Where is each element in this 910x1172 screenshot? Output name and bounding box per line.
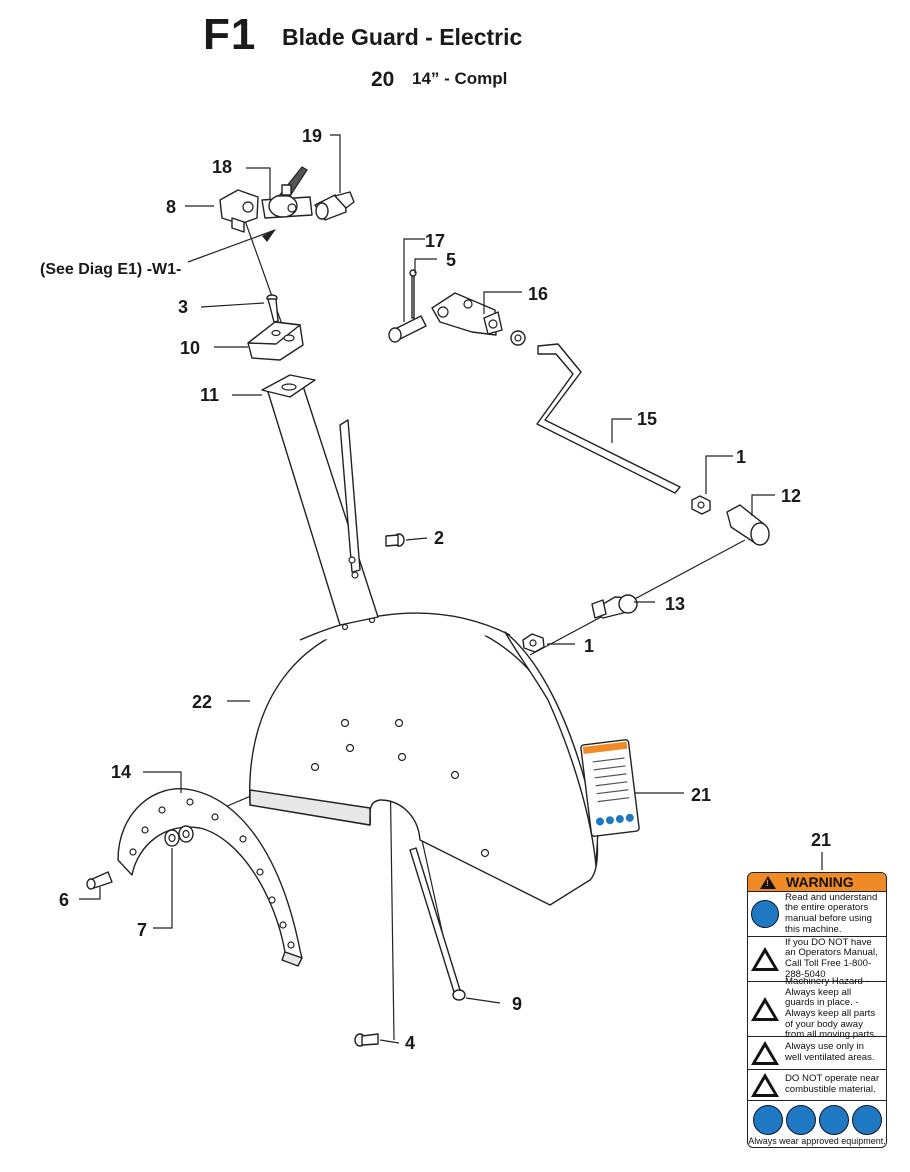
decal-row-fire: DO NOT operate near combustible material… [748,1070,886,1101]
eye-protection-icon [785,1105,816,1135]
callout-19: 19 [302,126,322,146]
callout-8: 8 [166,197,176,217]
warning-triangle-icon: ! [760,875,776,889]
callout-11: 11 [200,385,219,405]
ppe-icons [748,1101,886,1136]
washers-7 [164,825,194,847]
callout-21-guard: 21 [691,785,711,805]
callout-21-decal: 21 [811,830,831,850]
cotter-pin-5 [409,269,417,319]
clevis-pin-17 [388,315,427,343]
ventilation-icon [751,1039,779,1067]
hose-fitting-19 [314,191,355,221]
callout-7: 7 [137,920,147,940]
decal-row-manual: Read and understand the entire operators… [748,892,886,937]
arrow-head-icon [262,229,276,242]
callout-13: 13 [665,594,685,614]
nut-16 [510,330,526,346]
assembly-number: 20 [371,68,395,91]
elbow-fitting-8 [219,189,259,233]
callout-1-lower: 1 [584,636,594,656]
nut-1-lower [522,633,545,653]
phone-warning-icon [751,945,779,973]
callout-16: 16 [528,284,548,304]
respirator-icon [851,1105,882,1135]
decal-footer: Always wear approved equipment. [748,1136,886,1146]
crank-rod-15 [536,343,681,494]
leader-lines [79,134,823,1044]
callout-17: 17 [425,231,445,251]
decal-text-manual: Read and understand the entire operators… [785,891,878,935]
callout-22: 22 [192,692,212,712]
callout-3: 3 [178,297,188,317]
callout-15: 15 [637,409,657,429]
callouts: 19 18 8 (See Diag E1) -W1- 3 10 11 17 5 … [40,126,831,1053]
decal-21-small [580,739,640,837]
callout-9: 9 [512,994,522,1014]
valve-18 [261,166,313,219]
callout-12: 12 [781,486,801,506]
hearing-protection-icon [752,1105,783,1135]
machinery-hazard-icon [751,995,779,1023]
decal-text-phone: If you DO NOT have an Operators Manual, … [785,936,878,980]
knob-12 [726,504,770,546]
callout-6: 6 [59,890,69,910]
callout-5: 5 [446,250,456,270]
nut-1-upper [691,495,711,515]
decal-header: ! WARNING [748,873,886,892]
warning-decal: ! WARNING Read and understand the entire… [747,872,887,1148]
fitting-13 [591,594,638,619]
figure-title: Blade Guard - Electric [282,24,523,50]
decal-text-ventilation: Always use only in well ventilated areas… [785,1041,875,1063]
figure-code: F1 [203,10,257,59]
decal-row-ventilation: Always use only in well ventilated areas… [748,1037,886,1070]
screw-6 [86,871,113,890]
callout-10: 10 [180,338,200,358]
arc-bracket-14 [117,788,303,967]
decal-row-phone: If you DO NOT have an Operators Manual, … [748,937,886,982]
callout-14: 14 [111,762,131,782]
decal-text-fire: DO NOT operate near combustible material… [785,1073,880,1095]
manual-icon [751,900,779,928]
callout-18: 18 [212,157,232,177]
clamp-block-10 [247,321,304,361]
screw-2 [385,533,405,547]
decal-header-text: WARNING [786,874,854,890]
decal-row-machinery: Machinery Hazard - Always keep all guard… [748,976,886,1040]
callout-2: 2 [434,528,444,548]
blade-guard-shell [249,612,599,906]
decal-text-machinery: Machinery Hazard - Always keep all guard… [785,976,877,1041]
clevis-16 [431,292,503,336]
guard-tube [267,385,379,626]
rod-9 [409,847,466,1001]
screw-3 [266,294,279,323]
helmet-icon [818,1105,849,1135]
fire-hazard-icon [751,1071,779,1099]
callout-1-upper: 1 [736,447,746,467]
cross-reference: (See Diag E1) -W1- [40,261,181,278]
callout-4: 4 [405,1033,415,1053]
screw-4 [354,1033,379,1047]
assembly-label: 14” - Compl [412,69,508,88]
